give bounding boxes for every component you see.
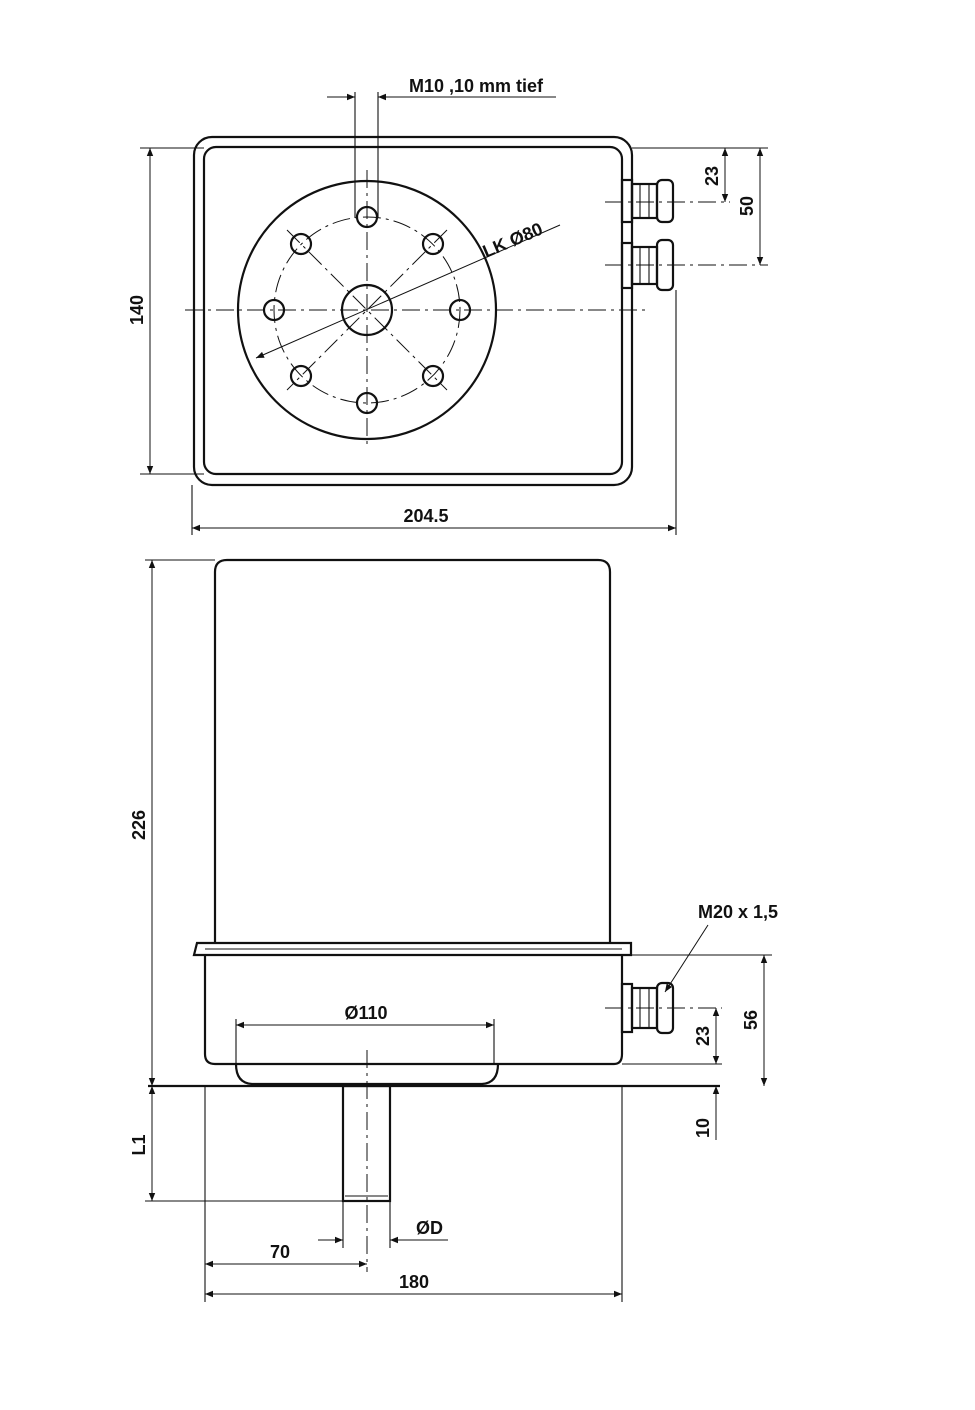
dim-56-label: 56 — [741, 1010, 761, 1030]
dim-180-label: 180 — [399, 1272, 429, 1292]
bolt-hole — [421, 232, 445, 256]
top-view: M10 ,10 mm tief LK Ø80 23 50 — [127, 76, 768, 535]
gland-thread-label: M20 x 1,5 — [698, 902, 778, 922]
bolt-holes — [262, 205, 472, 415]
dim-23-top-label: 23 — [702, 166, 722, 186]
bolt-circle-label: LK Ø80 — [480, 219, 546, 262]
lower-housing — [203, 955, 624, 1066]
dim-140-label: 140 — [127, 295, 147, 325]
dim-23-side-label: 23 — [693, 1026, 713, 1046]
thread-label: M10 ,10 mm tief — [409, 76, 544, 96]
dim-226-label: 226 — [129, 810, 149, 840]
dim-110-label: Ø110 — [344, 1003, 387, 1023]
bolt-hole — [448, 298, 472, 322]
bolt-hole — [289, 232, 313, 256]
diagonal-centerline-b — [286, 229, 448, 391]
cable-gland-top-1 — [620, 178, 675, 224]
side-view: Ø110 M20 x 1,5 56 23 10 226 L — [129, 558, 778, 1302]
diagonal-centerline-a — [286, 229, 448, 391]
dim-70-label: 70 — [270, 1242, 290, 1262]
bolt-hole — [355, 205, 379, 229]
housing-outer-outline — [192, 135, 634, 487]
dim-10-label: 10 — [693, 1118, 713, 1138]
bolt-hole — [355, 391, 379, 415]
bolt-hole — [262, 298, 286, 322]
dim-50-label: 50 — [737, 196, 757, 216]
dim-l1-label: L1 — [129, 1134, 149, 1155]
bolt-hole — [421, 364, 445, 388]
cover-body — [213, 558, 612, 942]
bolt-circle-dim-line — [255, 224, 561, 359]
gland-thread-leader — [664, 924, 709, 993]
dim-d-label: ØD — [416, 1218, 443, 1238]
bolt-hole — [289, 364, 313, 388]
dim-204-5-label: 204.5 — [403, 506, 448, 526]
